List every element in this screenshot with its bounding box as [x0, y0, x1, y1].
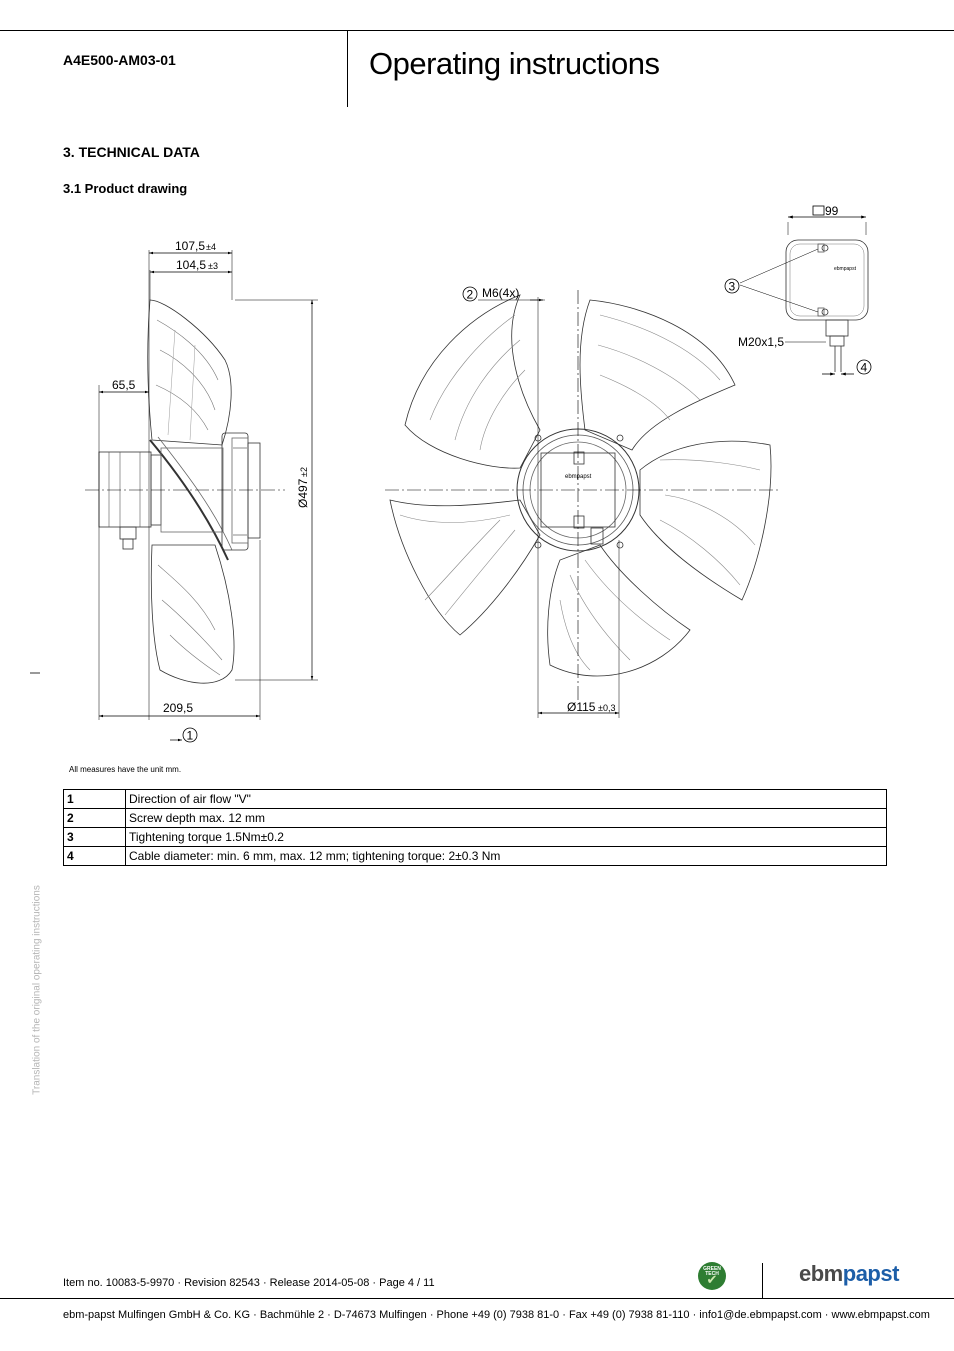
- dimension-label: Ø115: [567, 700, 596, 714]
- dimension-tolerance: ±0,3: [598, 703, 615, 713]
- dimension-tolerance: ±2: [299, 467, 309, 477]
- product-drawing: 107,5 ±4 104,5 ±3 65,5 209,5 Ø497 ±2 1: [30, 204, 872, 743]
- front-view-dimensions: [478, 297, 620, 718]
- callout-circle: [724, 278, 740, 294]
- callout-label: 4: [861, 361, 868, 375]
- thread-label: M6(4x): [482, 286, 519, 300]
- dimension-label: Ø497: [296, 478, 310, 508]
- document-id: A4E500-AM03-01: [63, 52, 176, 68]
- green-tech-badge: GREEN TECH ✔: [698, 1262, 726, 1290]
- front-view: [385, 290, 780, 700]
- note-text: Direction of air flow "V": [125, 789, 887, 809]
- footer-rule: [0, 1298, 954, 1299]
- dimension-label: 99: [825, 204, 839, 218]
- flatness-symbol: [812, 205, 825, 216]
- check-icon: ✔: [706, 1272, 718, 1287]
- note-number: 4: [63, 846, 126, 866]
- note-text: Cable diameter: min. 6 mm, max. 12 mm; t…: [125, 846, 887, 866]
- callout-label: 1: [187, 729, 194, 743]
- note-text: Screw depth max. 12 mm: [125, 808, 887, 828]
- side-view-dimensions: [30, 250, 318, 742]
- note-number: 1: [63, 789, 126, 809]
- callout-circle: [182, 727, 198, 743]
- callout-label: 3: [729, 280, 736, 294]
- item-info: Item no. 10083-5-9970 · Revision 82543 ·…: [63, 1277, 435, 1289]
- dimension-label: 65,5: [112, 378, 136, 392]
- page-title: Operating instructions: [369, 46, 660, 81]
- note-number: 2: [63, 808, 126, 828]
- side-note: Translation of the original operating in…: [31, 885, 43, 1095]
- subsection-heading: 3.1 Product drawing: [63, 181, 188, 196]
- hub-logo: ebmpapst: [565, 474, 592, 480]
- thread-label: M20x1,5: [738, 335, 784, 349]
- callout-label: 2: [467, 288, 474, 302]
- units-note: All measures have the unit mm.: [69, 765, 182, 774]
- section-heading: 3. TECHNICAL DATA: [63, 144, 200, 160]
- callout-circle: [856, 359, 872, 375]
- header-divider: [347, 30, 348, 107]
- dimension-tolerance: ±4: [206, 242, 216, 252]
- company-logo: ebmpapst: [799, 1261, 899, 1286]
- company-info: ebm-papst Mulfingen GmbH & Co. KG · Bach…: [63, 1309, 930, 1321]
- callout-circle: [462, 286, 478, 302]
- footer-logo-divider: [762, 1263, 763, 1298]
- green-tech-label: GREEN TECH: [703, 1266, 721, 1277]
- dimension-label: 209,5: [163, 701, 193, 715]
- note-number: 3: [63, 827, 126, 847]
- terminal-box-view: [739, 215, 869, 376]
- dimension-tolerance: ±3: [208, 261, 218, 271]
- side-view: [85, 299, 285, 684]
- terminal-box-logo: ebmpapst: [834, 266, 857, 272]
- dimension-label: 107,5: [175, 239, 205, 253]
- note-text: Tightening torque 1.5Nm±0.2: [125, 827, 887, 847]
- header-top-rule: [0, 30, 954, 31]
- dimension-label: 104,5: [176, 258, 206, 272]
